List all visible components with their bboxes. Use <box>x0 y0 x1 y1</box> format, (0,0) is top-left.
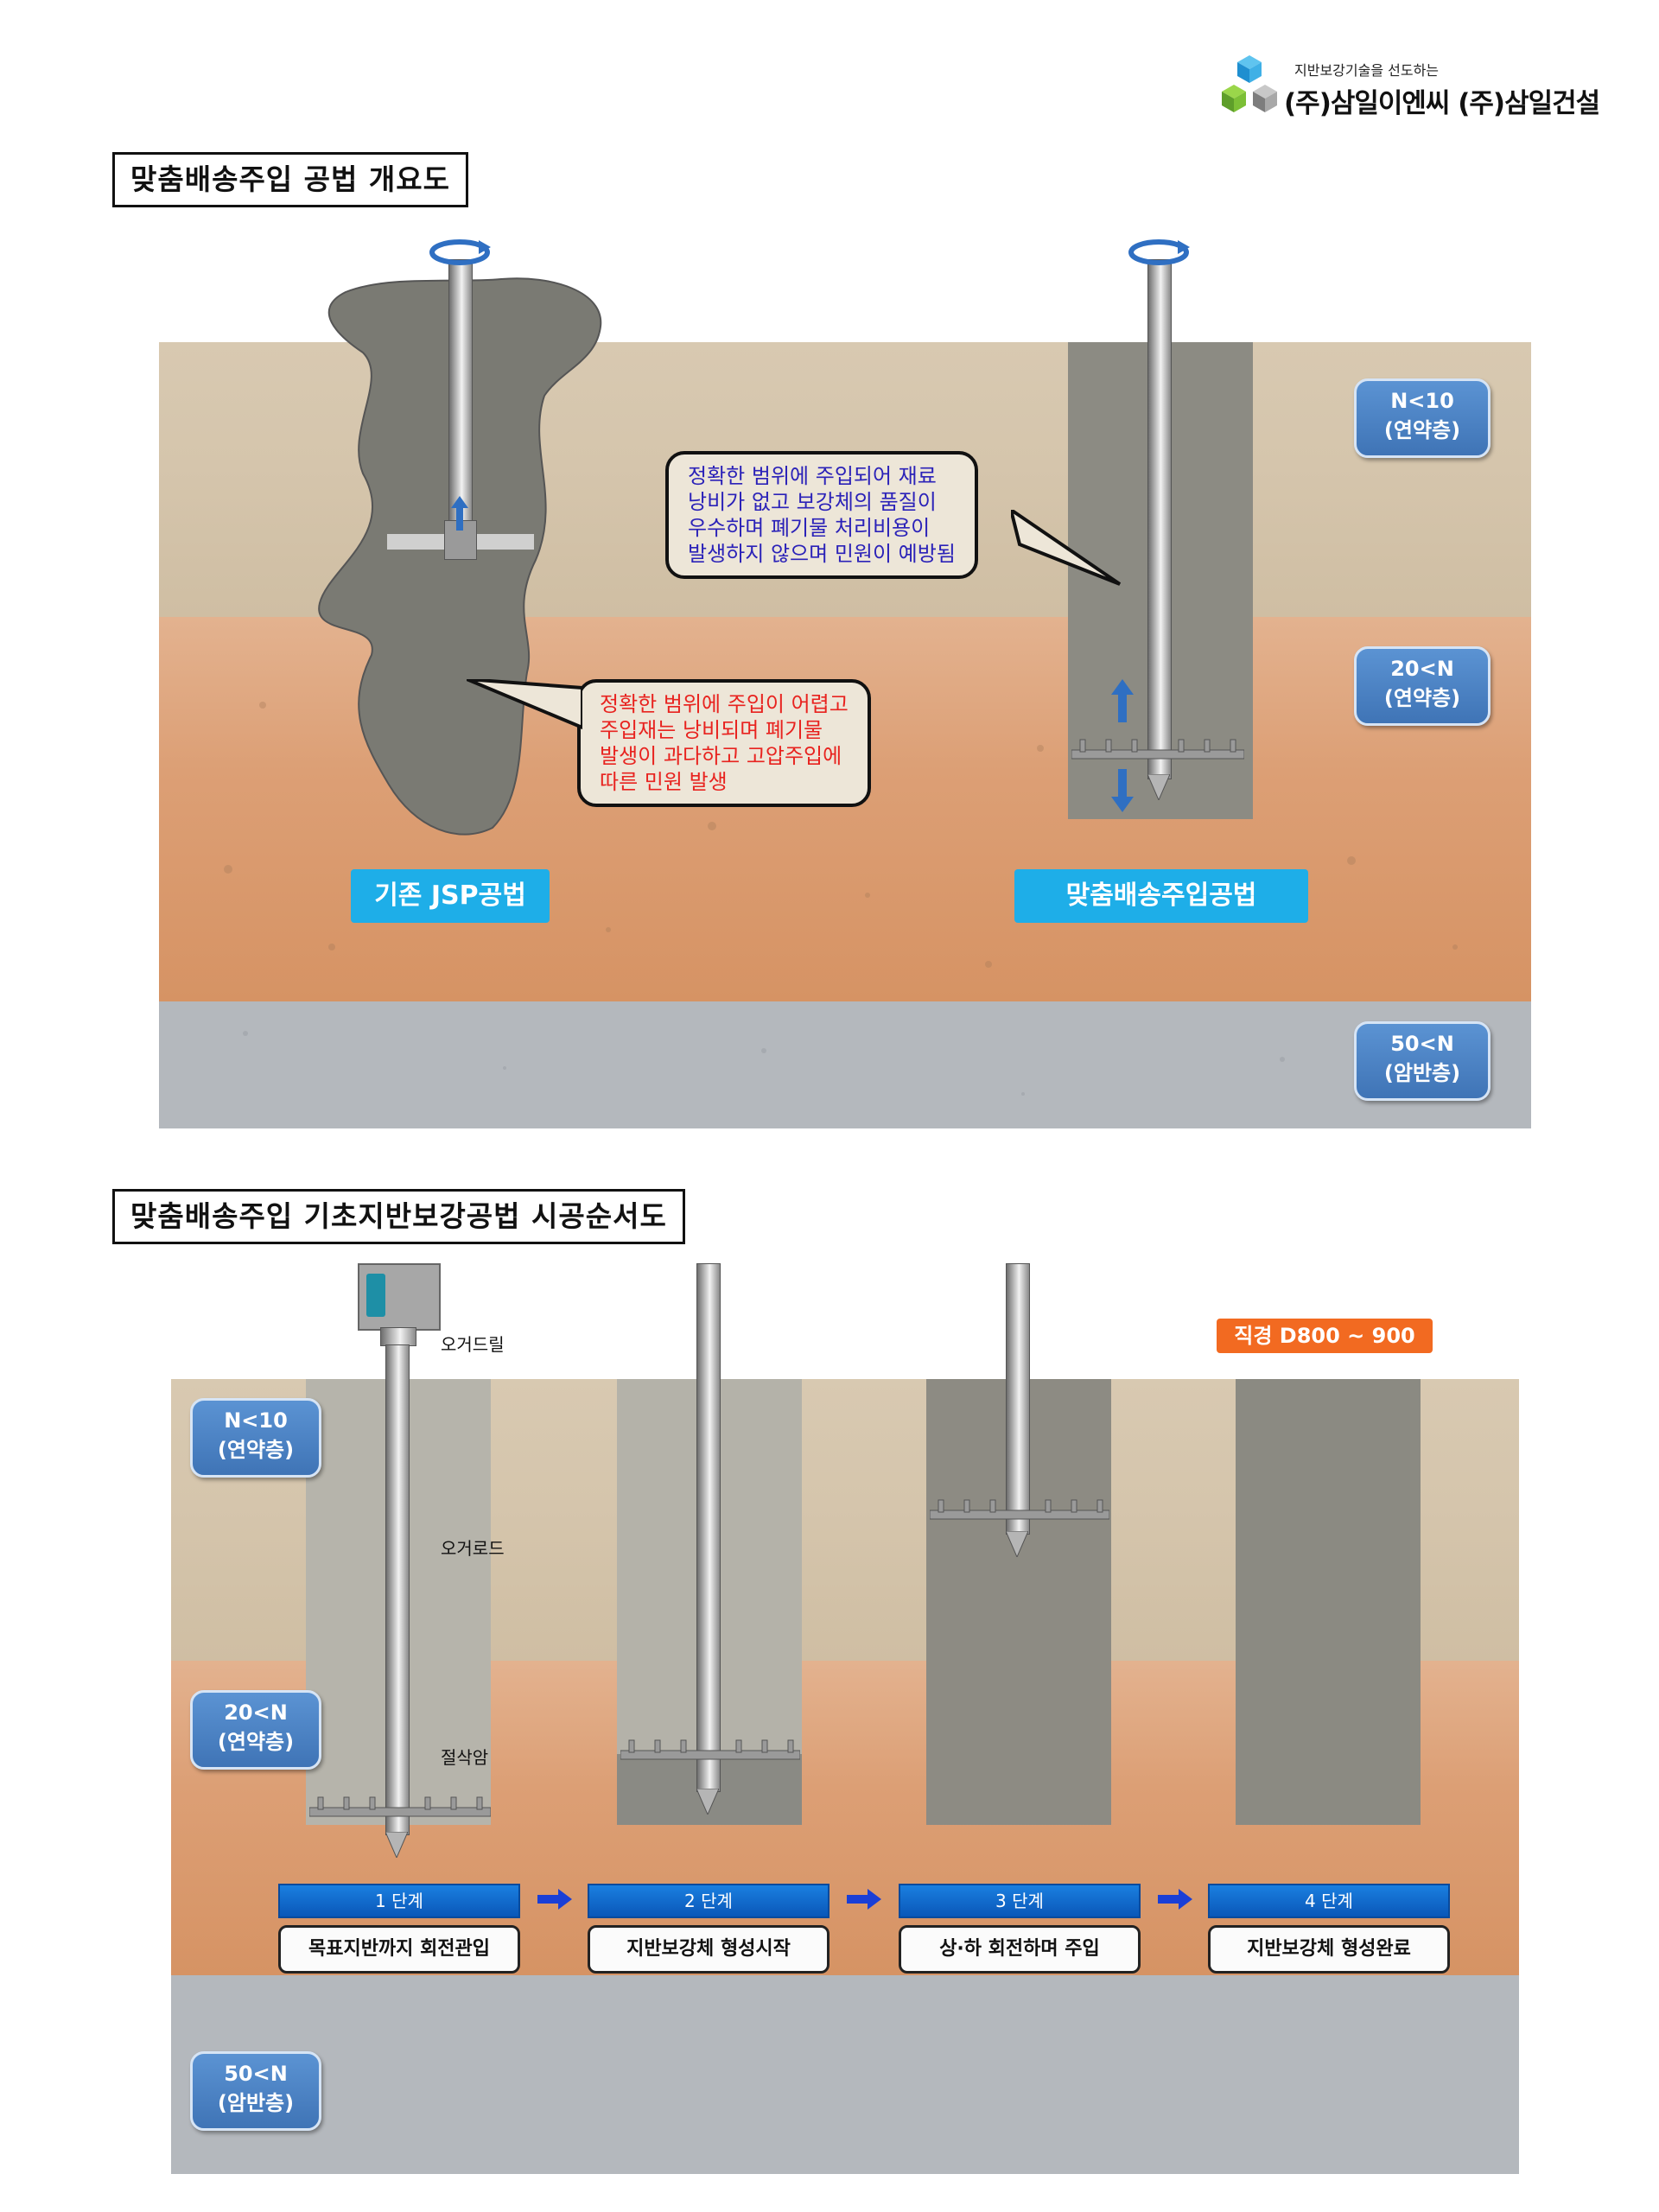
rotation-arrow-icon <box>429 239 491 265</box>
drill-tip-icon <box>696 1789 719 1815</box>
badge-line2: (암반층) <box>217 2091 295 2115</box>
label-jsp-method: 기존 JSP공법 <box>351 869 550 923</box>
annotation-cutting-arm: 절삭암 <box>441 1747 489 1768</box>
arrow-right-icon <box>847 1889 881 1910</box>
badge-line1: 50<N <box>224 2062 288 2086</box>
step3-rod <box>1006 1263 1030 1535</box>
drill-collar <box>380 1327 416 1346</box>
callout-jsp: 정확한 범위에 주입이 어렵고 주입재는 낭비되며 폐기물 발생이 과다하고 고… <box>577 679 871 807</box>
arrow-right-icon <box>1158 1889 1192 1910</box>
callout-new-method: 정확한 범위에 주입되어 재료 낭비가 없고 보강체의 품질이 우수하며 폐기물… <box>665 451 978 579</box>
badge-line2: (연약층) <box>217 1730 295 1754</box>
step-3-label: 3 단계 <box>899 1884 1141 1918</box>
diameter-label: 직경 D800 ~ 900 <box>1217 1319 1433 1353</box>
badge-line1: 20<N <box>1390 657 1454 681</box>
arrow-up-icon <box>451 496 468 531</box>
sequence-badge-n10: N<10 (연약층) <box>190 1398 321 1478</box>
company-logo-icon <box>1222 55 1277 112</box>
step-3-desc: 상·하 회전하며 주입 <box>899 1925 1141 1974</box>
arrow-up-down-icon <box>1111 679 1134 812</box>
badge-line2: (연약층) <box>1383 418 1461 442</box>
rock-layer <box>159 1001 1531 1128</box>
badge-line2: (암반층) <box>1383 1061 1461 1085</box>
sequence-title: 맞춤배송주입 기초지반보강공법 시공순서도 <box>112 1189 685 1244</box>
step-1-desc: 목표지반까지 회전관입 <box>278 1925 520 1974</box>
annotation-auger-drill: 오거드릴 <box>441 1334 505 1355</box>
annotation-auger-rod: 오거로드 <box>441 1538 505 1559</box>
overview-title: 맞춤배송주입 공법 개요도 <box>112 152 468 207</box>
new-method-rod <box>1147 259 1172 779</box>
badge-line1: N<10 <box>1390 389 1454 413</box>
overview-badge-n10: N<10 (연약층) <box>1354 378 1491 458</box>
overview-badge-n50: 50<N (암반층) <box>1354 1021 1491 1101</box>
cutting-arm-icon <box>620 1739 800 1760</box>
step-1-label: 1 단계 <box>278 1884 520 1918</box>
step1-rod <box>385 1344 410 1835</box>
cutting-arm-icon <box>1071 739 1244 760</box>
step-2-label: 2 단계 <box>588 1884 830 1918</box>
callout-jsp-pointer <box>467 679 582 730</box>
sequence-badge-n50: 50<N (암반층) <box>190 2051 321 2131</box>
rotation-arrow-icon <box>1128 239 1190 265</box>
label-new-method: 맞춤배송주입공법 <box>1014 869 1308 923</box>
arrow-right-icon <box>537 1889 572 1910</box>
company-tagline: 지반보강기술을 선도하는 <box>1294 62 1440 79</box>
step2-rod <box>696 1263 721 1792</box>
badge-line1: 20<N <box>224 1700 288 1725</box>
step-4-desc: 지반보강체 형성완료 <box>1208 1925 1450 1974</box>
badge-line2: (연약층) <box>217 1438 295 1462</box>
overview-badge-n20: 20<N (연약층) <box>1354 646 1491 726</box>
cutting-arm-icon <box>930 1499 1109 1520</box>
badge-line2: (연약층) <box>1383 686 1461 710</box>
badge-line1: N<10 <box>224 1408 288 1433</box>
drill-tip-icon <box>1006 1531 1028 1557</box>
drill-indicator <box>366 1274 385 1317</box>
step-2-desc: 지반보강체 형성시작 <box>588 1925 830 1974</box>
badge-line1: 50<N <box>1390 1032 1454 1056</box>
callout-new-pointer <box>1011 510 1122 586</box>
cutting-arm-icon <box>309 1796 491 1817</box>
step4-column <box>1236 1379 1421 1825</box>
drill-tip-icon <box>1147 774 1170 800</box>
rock-layer <box>171 1975 1519 2174</box>
step-4-label: 4 단계 <box>1208 1884 1450 1918</box>
drill-tip-icon <box>385 1832 408 1858</box>
company-name: (주)삼일이엔씨 (주)삼일건설 <box>1284 88 1600 119</box>
sequence-badge-n20: 20<N (연약층) <box>190 1690 321 1770</box>
